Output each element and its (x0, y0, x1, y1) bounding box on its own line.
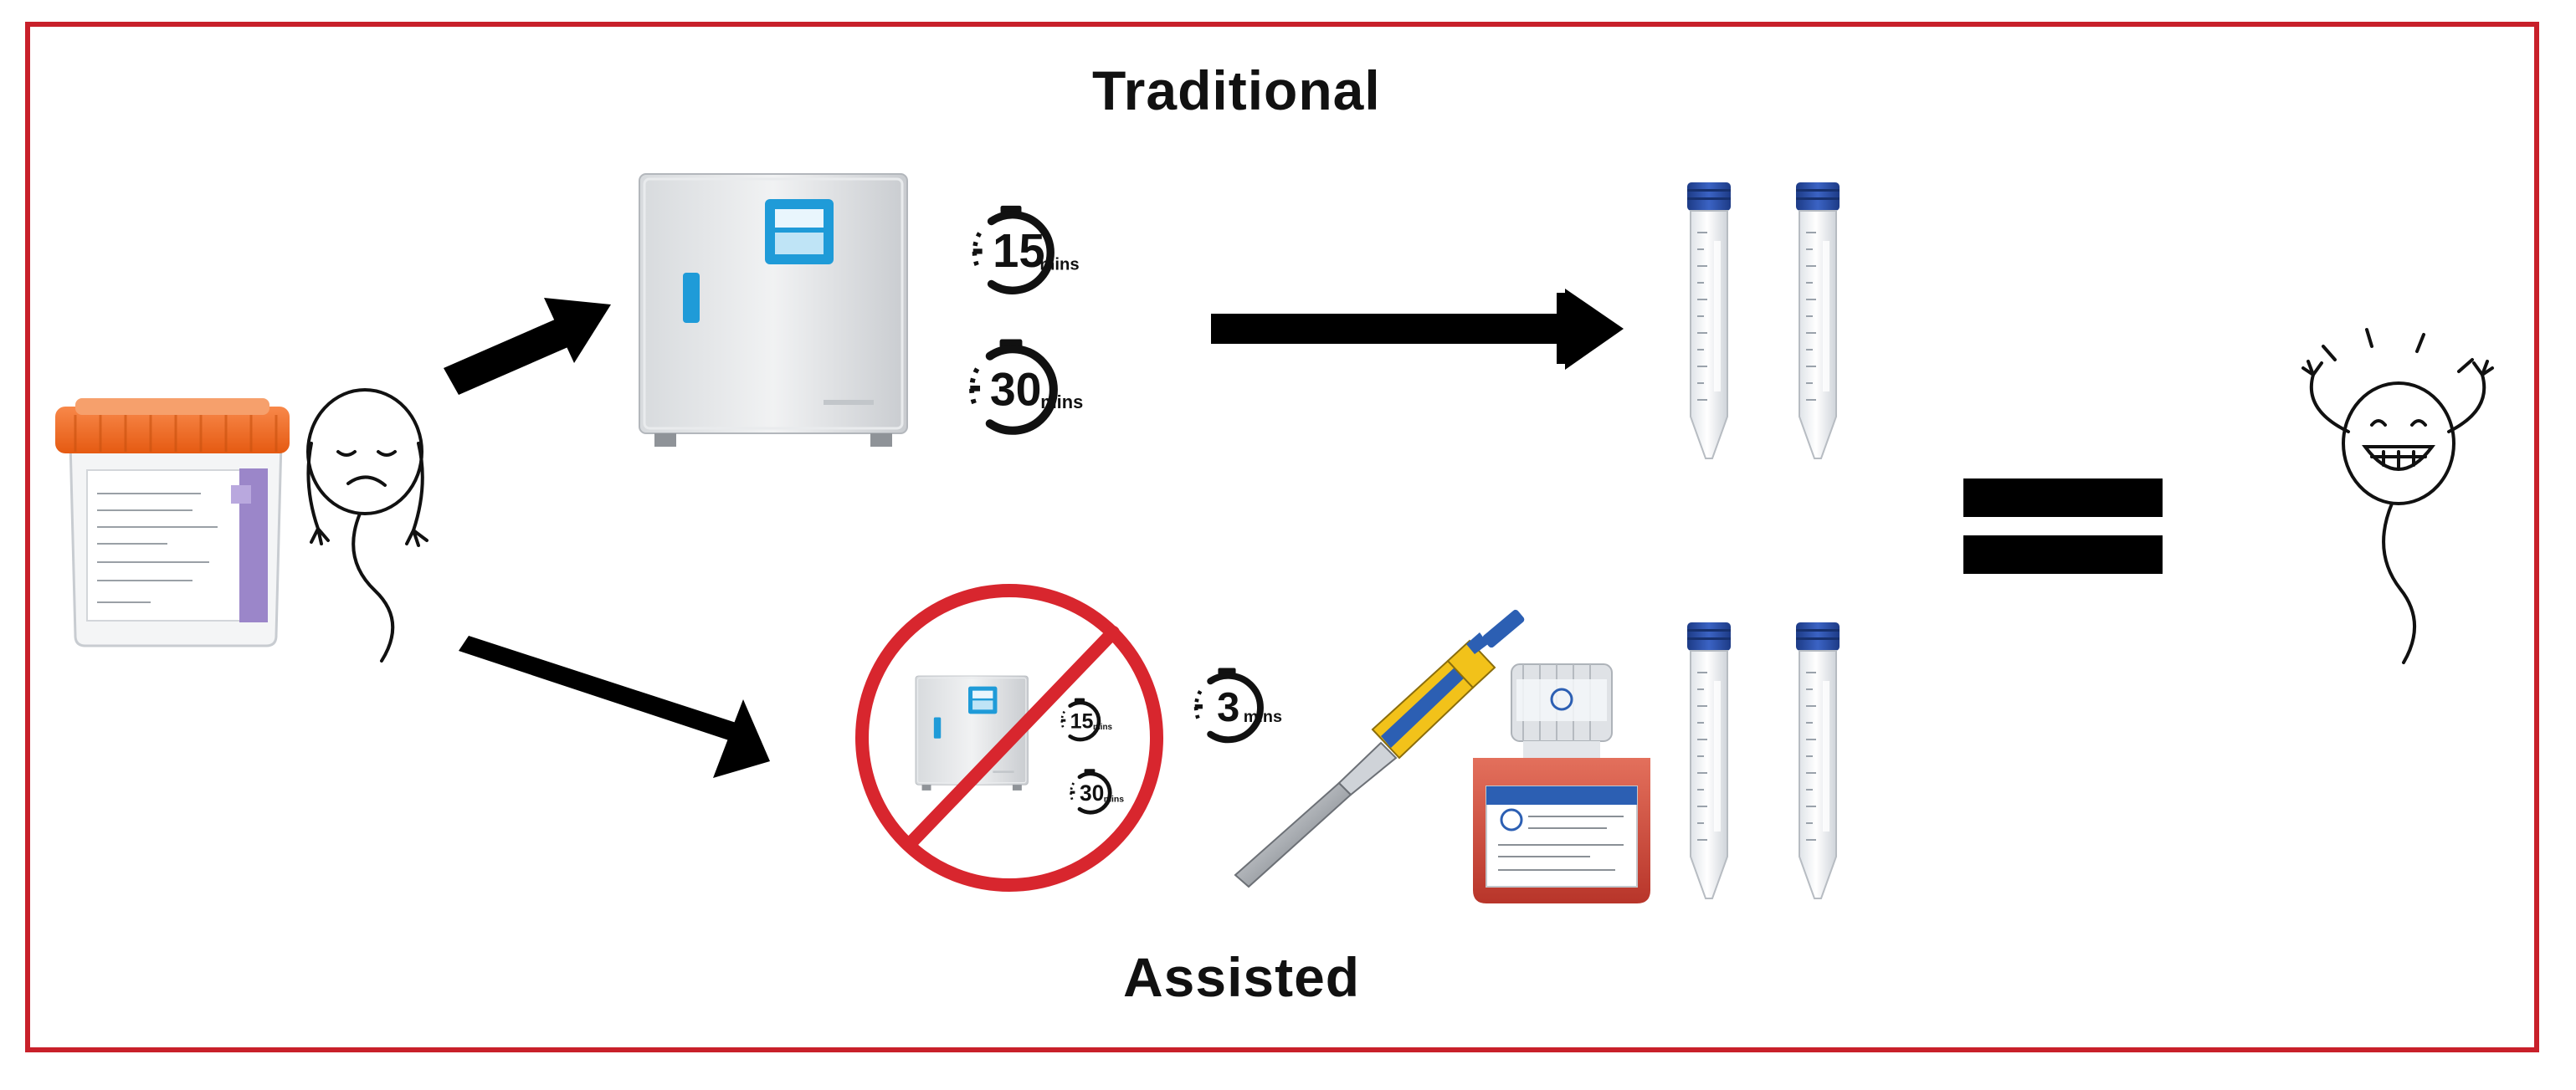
svg-text:mins: mins (1039, 255, 1079, 274)
incubator-icon (638, 172, 909, 448)
stopwatch-30-icon: 30 mins (970, 340, 1083, 431)
arrow-incubator-to-tubes (1211, 289, 1624, 370)
assisted-heading: Assisted (1123, 946, 1361, 1008)
diagram-frame (25, 22, 2539, 1052)
svg-text:15: 15 (1070, 709, 1094, 733)
arrow-to-incubator (444, 298, 611, 395)
svg-text:mins: mins (1104, 795, 1124, 804)
svg-text:mins: mins (1093, 723, 1113, 732)
svg-text:3: 3 (1217, 685, 1239, 730)
stopwatch-3-icon: 3 mins (1195, 668, 1282, 739)
sample-cup-icon (55, 398, 290, 647)
svg-text:mins: mins (1244, 708, 1282, 726)
centrifuge-tube-icon (1795, 622, 1840, 899)
arrow-to-assisted (459, 636, 770, 778)
equals-sign-icon (1963, 478, 2163, 574)
svg-text:30: 30 (990, 363, 1042, 415)
svg-text:30: 30 (1080, 780, 1104, 806)
traditional-heading: Traditional (1092, 59, 1381, 121)
stopwatch-15-icon: 15 mins (973, 206, 1080, 290)
centrifuge-tube-icon (1686, 182, 1732, 459)
centrifuge-tube-icon (1686, 622, 1732, 899)
svg-text:15: 15 (993, 224, 1044, 277)
centrifuge-tube-icon (1795, 182, 1840, 459)
pipette-icon (1234, 609, 1525, 888)
sad-sperm-icon (306, 388, 428, 663)
medium-bottle-icon (1473, 663, 1650, 903)
svg-text:mins: mins (1040, 391, 1083, 412)
happy-sperm-icon (2301, 328, 2494, 664)
no-incubator-icon: 15 mins 30 mins (855, 584, 1163, 892)
